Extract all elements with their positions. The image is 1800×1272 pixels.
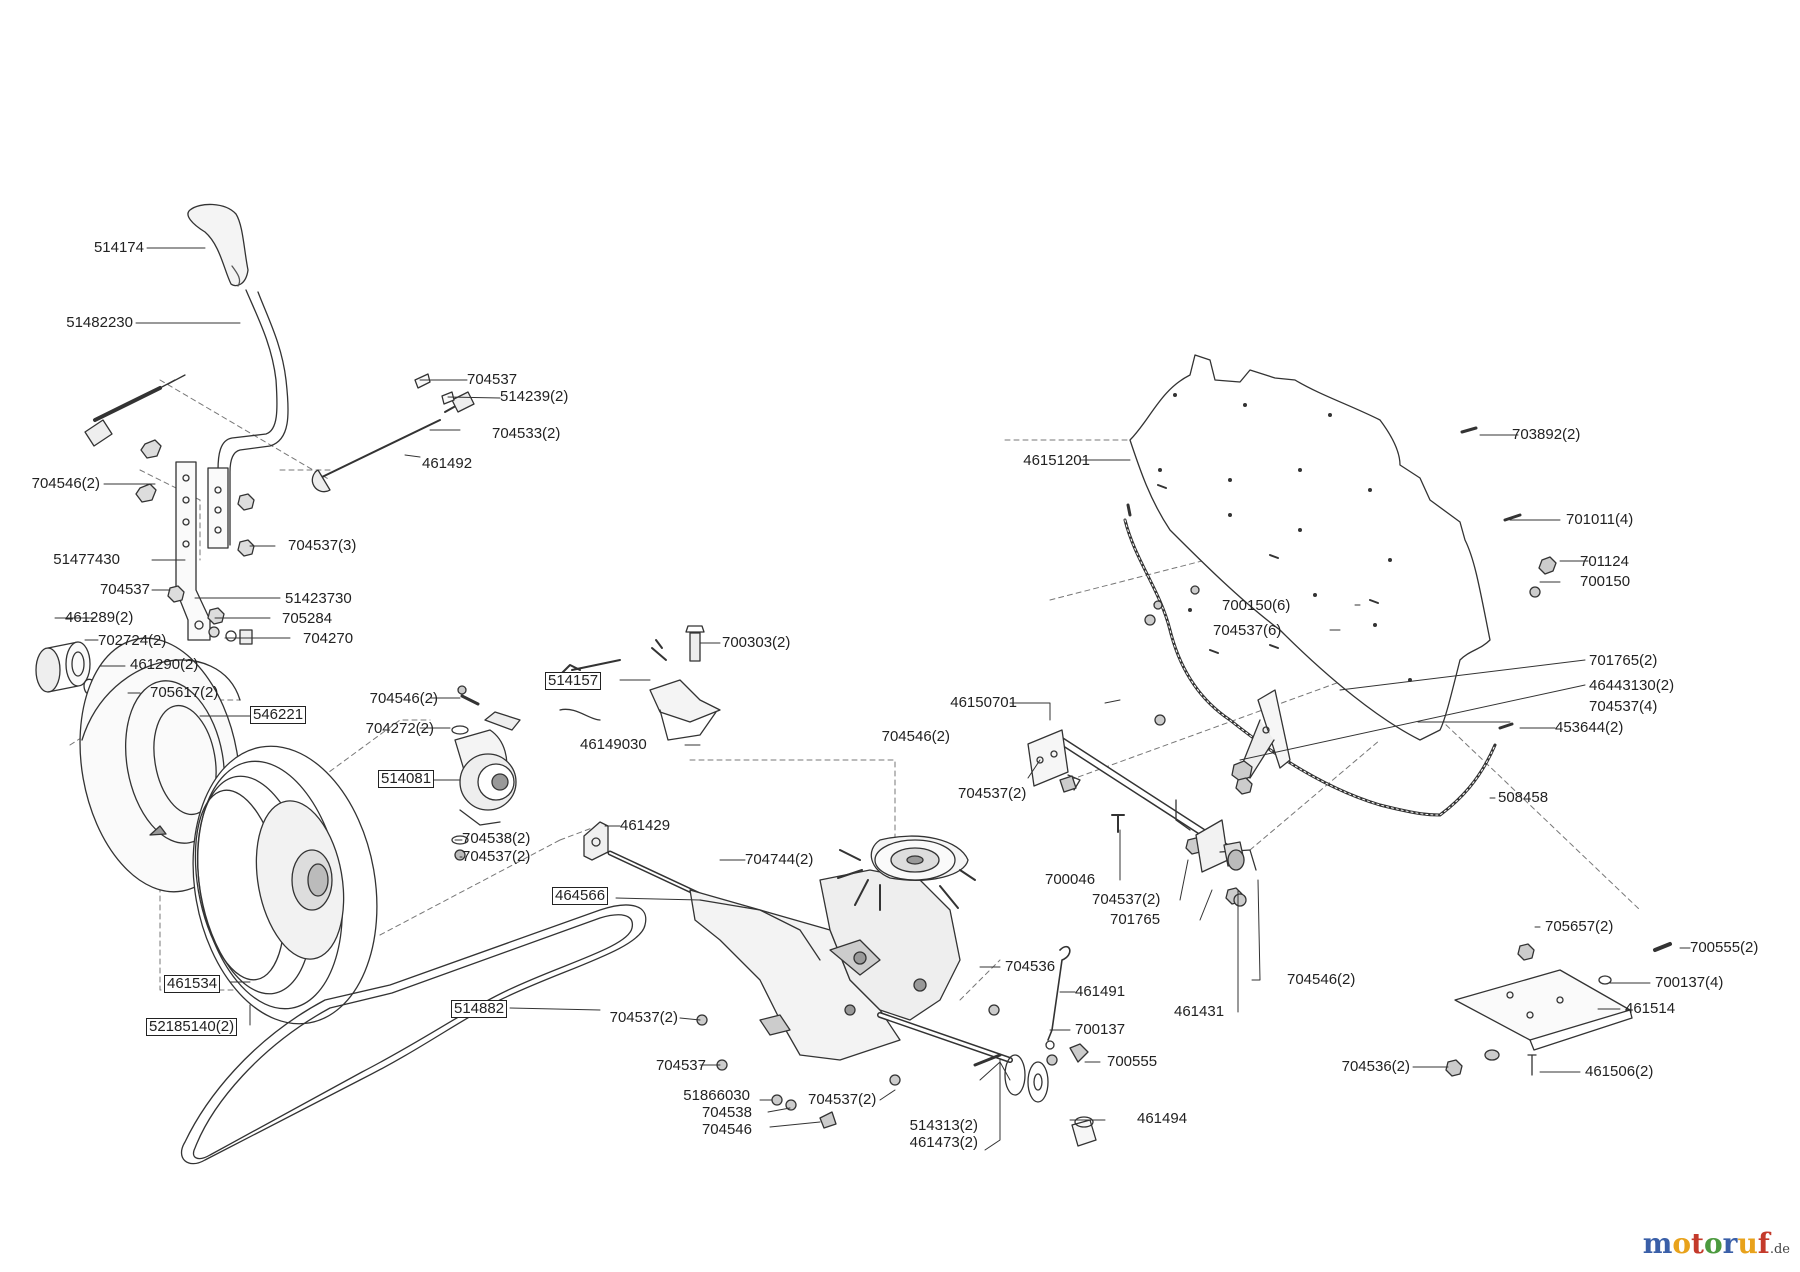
part-label: 461473(2) [909, 1134, 978, 1151]
part-label: 461492 [422, 455, 473, 472]
part-label: 700555 [1107, 1053, 1158, 1070]
part-label: 461494 [1137, 1110, 1188, 1127]
brand-letter: o [1672, 1227, 1692, 1260]
part-label: 461429 [620, 817, 671, 834]
part-label-boxed: 514157 [545, 672, 602, 690]
brand-letter: f [1757, 1227, 1770, 1260]
part-label: 453644(2) [1555, 719, 1624, 736]
part-label: 702724(2) [98, 632, 167, 649]
part-label: 51866030 [683, 1087, 750, 1104]
part-label: 705617(2) [150, 684, 219, 701]
part-label-boxed: 52185140(2) [146, 1018, 238, 1036]
part-label: 508458 [1498, 789, 1549, 806]
part-label: 461491 [1075, 983, 1126, 1000]
part-label: 514174 [93, 239, 144, 256]
brand-letter: m [1642, 1227, 1673, 1260]
part-label: 461506(2) [1585, 1063, 1654, 1080]
part-label: 51482230 [66, 314, 133, 331]
part-label: 700555(2) [1690, 939, 1759, 956]
floor-plate [1129, 354, 1491, 741]
part-label: 51423730 [285, 590, 352, 607]
part-label: 704537(2) [958, 785, 1027, 802]
brand-letter: o [1703, 1227, 1723, 1260]
part-label: 704533(2) [492, 425, 561, 442]
part-label: 704538(2) [462, 830, 531, 847]
part-label: 514313(2) [909, 1117, 978, 1134]
brand-tld: .de [1769, 1242, 1790, 1257]
part-label-boxed: 514081 [378, 770, 435, 788]
part-label-boxed: 514882 [451, 1000, 508, 1018]
part-label: 46443130(2) [1589, 677, 1675, 694]
part-label: 704537(3) [288, 537, 357, 554]
part-label: 704536 [1005, 958, 1056, 975]
part-label: 461290(2) [130, 656, 199, 673]
part-label: 701765 [1110, 911, 1161, 928]
part-label-boxed: 461534 [164, 975, 221, 993]
brand-letter: r [1722, 1227, 1738, 1260]
part-label: 705657(2) [1545, 918, 1614, 935]
part-label: 704546(2) [369, 690, 438, 707]
part-label: 461431 [1174, 1003, 1225, 1020]
part-label: 700137 [1075, 1021, 1126, 1038]
part-label: 704537(2) [609, 1009, 678, 1026]
part-label-boxed: 464566 [552, 887, 609, 905]
part-label: 704546(2) [881, 728, 950, 745]
part-label: 705284 [282, 610, 333, 627]
part-label-boxed: 546221 [250, 706, 307, 724]
brand-letter: u [1737, 1227, 1758, 1260]
part-label: 700150 [1580, 573, 1631, 590]
transaxle [607, 835, 1097, 1147]
part-label: 704744(2) [745, 851, 814, 868]
part-label: 461514 [1625, 1000, 1676, 1017]
part-label: 704537 [99, 581, 150, 598]
part-label: 701765(2) [1589, 652, 1658, 669]
part-label: 700046 [1045, 871, 1096, 888]
part-label: 704272(2) [365, 720, 434, 737]
part-label: 704538 [701, 1104, 752, 1121]
brand-logo: motoruf.de [1643, 1228, 1790, 1266]
part-label: 701124 [1580, 553, 1629, 570]
part-label: 704546(2) [31, 475, 100, 492]
part-label: 46149030 [580, 736, 647, 753]
part-label: 704546(2) [1287, 971, 1356, 988]
cross-shaft [1027, 729, 1257, 873]
pillow-block [451, 685, 521, 861]
part-label: 700303(2) [722, 634, 791, 651]
part-label: 704536(2) [1341, 1058, 1410, 1075]
part-label: 704537(6) [1213, 622, 1282, 639]
part-label: 514239(2) [500, 388, 569, 405]
wheels [79, 637, 378, 1025]
part-label: 700137(4) [1655, 974, 1724, 991]
part-label: 704537(2) [462, 848, 531, 865]
part-label: 704537 [655, 1057, 706, 1074]
part-label: 700150(6) [1222, 597, 1291, 614]
bearing-group [35, 641, 127, 703]
drive-belt [180, 904, 647, 1165]
part-label: 704546 [701, 1121, 752, 1138]
transmission-bracket [559, 625, 721, 741]
part-label: 46150701 [950, 694, 1017, 711]
bracket-461429 [583, 821, 609, 861]
part-label: 46151201 [1023, 452, 1090, 469]
part-label: 704537 [467, 371, 518, 388]
part-label: 701011(4) [1566, 511, 1634, 528]
cover-plate [1445, 942, 1672, 1077]
brand-letter: t [1691, 1227, 1704, 1260]
shift-lever-assembly [84, 203, 475, 645]
part-label: 461289(2) [65, 609, 134, 626]
part-label: 704270 [303, 630, 354, 647]
part-label: 703892(2) [1512, 426, 1581, 443]
part-label: 704537(4) [1589, 698, 1658, 715]
hardware-right [1059, 426, 1557, 795]
part-label: 704537(2) [808, 1091, 877, 1108]
leader-lines [54, 247, 1691, 1151]
part-label: 51477430 [53, 551, 120, 568]
part-label: 704537(2) [1092, 891, 1161, 908]
